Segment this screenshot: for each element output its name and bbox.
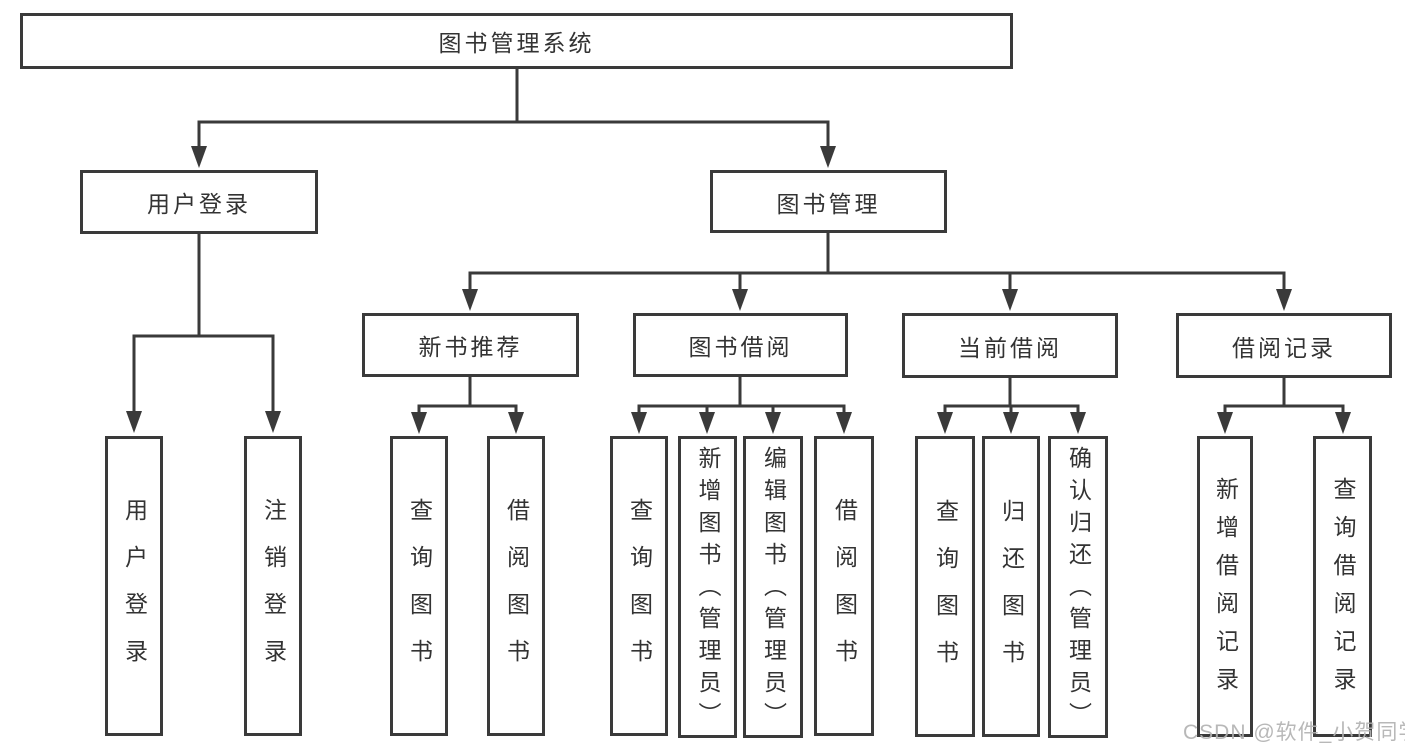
watermark: CSDN @软件_小贺同学: [1183, 721, 1405, 744]
arrow-down-icon: [732, 289, 748, 311]
arrow-down-icon: [508, 412, 524, 434]
arrow-down-icon: [1276, 289, 1292, 311]
node-leaf-borrow-books-1: 借阅图书: [487, 436, 545, 736]
arrow-down-icon: [1070, 412, 1086, 434]
arrow-down-icon: [937, 412, 953, 434]
arrow-down-icon: [631, 412, 647, 434]
arrow-down-icon: [1003, 412, 1019, 434]
node-book-management: 图书管理: [710, 170, 947, 233]
node-leaf-query-books-2: 查询图书: [610, 436, 668, 736]
connector-bookmgmt-to-level3: [468, 231, 1286, 294]
arrow-down-icon: [836, 412, 852, 434]
arrow-down-icon: [820, 146, 836, 168]
arrow-down-icon: [462, 289, 478, 311]
arrow-down-icon: [191, 146, 207, 168]
node-current-borrowing: 当前借阅: [902, 313, 1118, 378]
arrow-down-icon: [126, 411, 142, 433]
node-leaf-query-books-3: 查询图书: [915, 436, 975, 737]
connector-root-to-level2: [197, 67, 830, 152]
node-leaf-user-login: 用户登录: [105, 436, 163, 736]
node-leaf-edit-books-admin: 编辑图书（管理员）: [743, 436, 803, 738]
connector-bookborrow-to-leaves: [637, 375, 846, 416]
node-system-root: 图书管理系统: [20, 13, 1013, 69]
node-user-login-group: 用户登录: [80, 170, 318, 234]
arrow-down-icon: [411, 412, 427, 434]
node-new-book-recommend: 新书推荐: [362, 313, 579, 377]
connector-records-to-leaves: [1223, 376, 1345, 416]
node-leaf-logout: 注销登录: [244, 436, 302, 736]
connector-currentborrow-to-leaves: [943, 376, 1080, 416]
arrow-down-icon: [265, 411, 281, 433]
node-book-borrowing: 图书借阅: [633, 313, 848, 377]
node-leaf-query-books-1: 查询图书: [390, 436, 448, 736]
arrow-down-icon: [1002, 289, 1018, 311]
connector-newbook-to-leaves: [417, 375, 518, 416]
node-borrow-records: 借阅记录: [1176, 313, 1392, 378]
node-leaf-add-borrow-record: 新增借阅记录: [1197, 436, 1253, 737]
arrow-down-icon: [765, 412, 781, 434]
node-leaf-query-borrow-record: 查询借阅记录: [1313, 436, 1372, 737]
node-leaf-return-books: 归还图书: [982, 436, 1040, 737]
node-leaf-add-books-admin: 新增图书（管理员）: [678, 436, 737, 738]
arrow-down-icon: [699, 412, 715, 434]
arrow-down-icon: [1217, 412, 1233, 434]
node-leaf-confirm-return-admin: 确认归还（管理员）: [1048, 436, 1108, 738]
connector-userlogin-to-leaves: [132, 232, 275, 416]
node-leaf-borrow-books-2: 借阅图书: [814, 436, 874, 736]
arrow-down-icon: [1335, 412, 1351, 434]
